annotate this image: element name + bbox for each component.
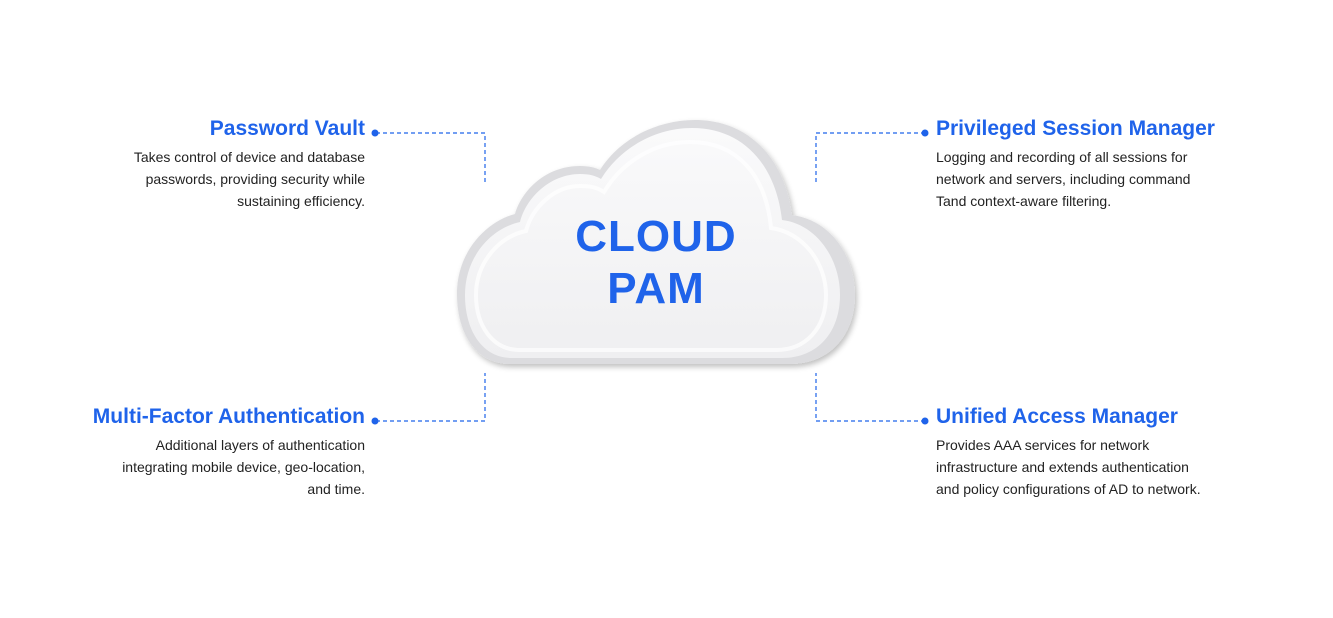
feature-psm: Privileged Session Manager Logging and r… (936, 116, 1256, 212)
connector-psm (815, 132, 925, 184)
uam-desc-line: infrastructure and extends authenticatio… (936, 459, 1189, 475)
psm-description: Logging and recording of all sessions fo… (936, 146, 1256, 212)
psm-desc-line: Tand context-aware filtering. (936, 193, 1112, 209)
uam-desc-line: Provides AAA services for network (936, 437, 1150, 453)
dot-uam (921, 417, 929, 425)
cloud-title-line1: CLOUD (575, 212, 737, 261)
cloud-icon (457, 120, 855, 364)
password-vault-desc-line: passwords, providing security while (145, 171, 365, 187)
password-vault-desc-line: Takes control of device and database (133, 149, 365, 165)
mfa-description: Additional layers of authentication inte… (45, 434, 365, 500)
connector-mfa (376, 373, 486, 422)
uam-description: Provides AAA services for network infras… (936, 434, 1256, 500)
psm-desc-line: network and servers, including command (936, 171, 1191, 187)
dot-mfa (371, 417, 379, 425)
mfa-desc-line: Additional layers of authentication (155, 437, 365, 453)
psm-title: Privileged Session Manager (936, 117, 1215, 140)
connector-password-vault (376, 132, 486, 184)
psm-desc-line: Logging and recording of all sessions fo… (936, 149, 1188, 165)
cloud: CLOUD PAM (440, 110, 870, 380)
dot-psm (921, 129, 929, 137)
dot-password-vault (371, 129, 379, 137)
feature-mfa: Multi-Factor Authentication Additional l… (45, 404, 365, 500)
feature-uam: Unified Access Manager Provides AAA serv… (936, 404, 1256, 500)
feature-password-vault: Password Vault Takes control of device a… (45, 116, 365, 212)
password-vault-title: Password Vault (209, 117, 365, 140)
cloud-title-line2: PAM (607, 264, 705, 313)
mfa-desc-line: integrating mobile device, geo-location, (122, 459, 365, 475)
mfa-title: Multi-Factor Authentication (92, 405, 365, 428)
password-vault-desc-line: sustaining efficiency. (237, 193, 365, 209)
uam-title: Unified Access Manager (936, 405, 1178, 428)
cloud-title: CLOUD PAM (440, 211, 872, 315)
connector-uam (815, 373, 925, 422)
password-vault-description: Takes control of device and database pas… (45, 146, 365, 212)
uam-desc-line: and policy configurations of AD to netwo… (936, 481, 1201, 497)
mfa-desc-line: and time. (307, 481, 365, 497)
